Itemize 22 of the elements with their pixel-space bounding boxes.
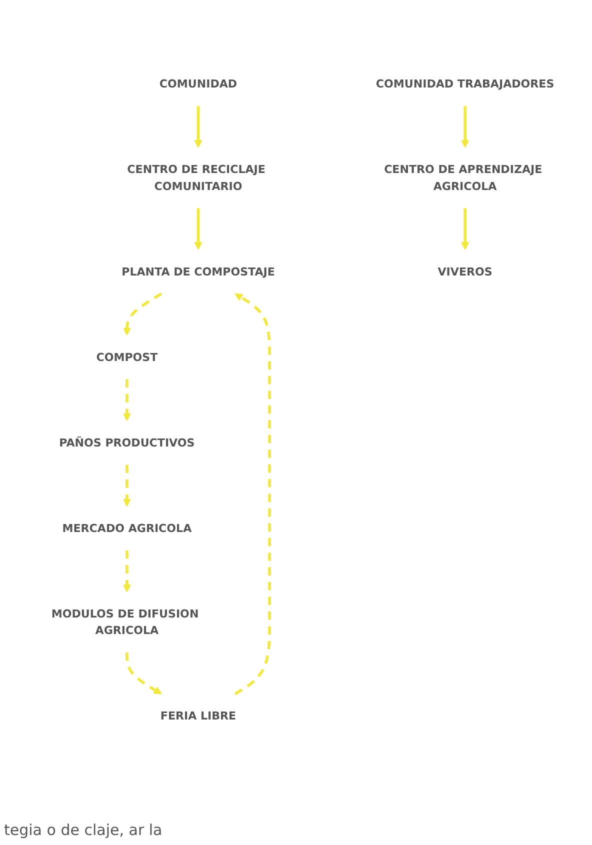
arrow [122, 379, 131, 422]
arrow [122, 464, 131, 507]
arrow [126, 652, 162, 694]
arrow [122, 292, 162, 336]
node-text: CENTRO DE APRENDIZAJE AGRICOLA [384, 163, 542, 193]
node-text: VIVEROS [438, 265, 492, 278]
node-text: MERCADO AGRICOLA [62, 522, 192, 535]
node-text: CENTRO DE RECICLAJE COMUNITARIO [127, 163, 266, 193]
node-text: PLANTA DE COMPOSTAJE [122, 265, 275, 278]
arrow [194, 208, 202, 250]
arrow [234, 293, 271, 696]
arrow [122, 550, 131, 592]
node-text: COMUNIDAD [159, 78, 238, 90]
arrow [461, 106, 470, 148]
node-text: COMPOST [96, 350, 158, 364]
arrow [194, 106, 202, 148]
node-text: PAÑOS PRODUCTIVOS [59, 436, 195, 450]
arrow [461, 208, 470, 250]
node-text: FERIA LIBRE [160, 710, 236, 722]
node-text: COMUNIDAD TRABAJADORES [376, 78, 554, 90]
node-text: MODULOS DE DIFUSION AGRICOLA [51, 607, 199, 637]
paragraph-text: tegia o de claje, ar la [4, 820, 164, 841]
